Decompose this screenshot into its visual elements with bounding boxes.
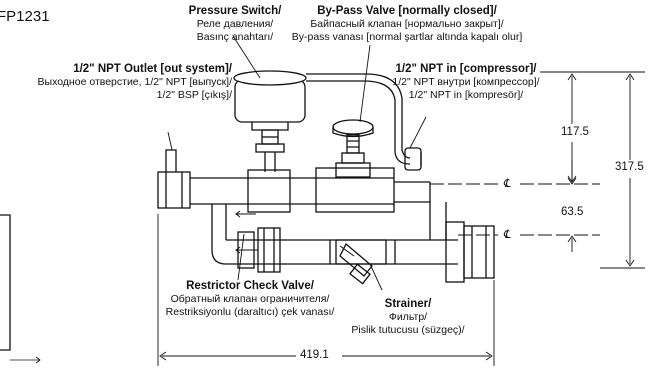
leader-strainer	[369, 263, 383, 291]
model-code: FP1231	[0, 8, 50, 25]
outlet-ru: Выходное отверстие, 1/2" NPT [выпуск]/	[37, 76, 232, 88]
upper-pipe	[157, 167, 430, 213]
outlet-title: 1/2" NPT Outlet [out system]/	[73, 63, 232, 75]
outlet-label: 1/2" NPT Outlet [out system]/ Выходное о…	[0, 63, 232, 102]
elbow-fitting	[404, 147, 422, 171]
leader-pressure-switch	[232, 35, 261, 79]
extension-length	[157, 214, 495, 366]
inlet-label: 1/2" NPT in [compressor]/ 1/2" NPT внутр…	[366, 63, 566, 102]
strainer-tr: Pislik tutucusu (süzgeç)/	[351, 324, 465, 336]
inlet-ru: 1/2" NPT внутри [компрессор]/	[392, 76, 540, 88]
strainer-label: Strainer/ Фильтр/ Pislik tutucusu (süzge…	[340, 298, 476, 337]
dim-317-5: 317.5	[615, 161, 644, 173]
left-riser	[211, 204, 227, 250]
flow-arrow-restrictor	[235, 210, 256, 218]
pressure-switch-body	[233, 70, 307, 172]
outlet-tr: 1/2" BSP [çıkış]/	[156, 89, 232, 101]
outlet-fitting	[165, 149, 177, 172]
strainer-ru: Фильтр/	[388, 311, 428, 323]
dim-63-5: 63.5	[561, 206, 584, 218]
centerline-mark-upper: ℄	[503, 176, 511, 190]
inlet-fitting	[445, 221, 495, 283]
restrictor-tr: Restriksiyonlu (daraltıcı) çek vanası/	[165, 306, 335, 318]
leader-restrictor	[237, 233, 245, 281]
pressure-switch-title: Pressure Switch/	[188, 5, 282, 17]
flow-arrow-strainer	[339, 245, 355, 257]
bypass-valve-tr: By-pass vanası [normal şartlar altında k…	[291, 31, 523, 43]
restrictor-label: Restrictor Check Valve/ Обратный клапан …	[155, 280, 345, 319]
pressure-switch-label: Pressure Switch/ Реле давления/ Basınç a…	[155, 5, 315, 44]
inlet-title: 1/2" NPT in [compressor]/	[395, 63, 537, 75]
adjacent-part-edge	[0, 214, 11, 351]
bypass-valve-handle	[332, 119, 374, 178]
pressure-switch-tr: Basınç anahtarı/	[196, 31, 274, 43]
bypass-valve-title: By-Pass Valve [normally closed]/	[317, 5, 497, 17]
right-riser	[429, 182, 447, 240]
bypass-valve-label: By-Pass Valve [normally closed]/ Байпасн…	[262, 5, 552, 44]
leader-bypass	[359, 44, 371, 123]
flow-arrow-lower	[235, 246, 258, 254]
dim-419-1: 419.1	[300, 349, 329, 361]
inlet-tr: 1/2" NPT in [kompresör]/	[408, 89, 524, 101]
centerline-mark-lower: ℄	[503, 227, 511, 241]
leader-inlet	[409, 116, 427, 149]
bypass-valve-ru: Байпасный клапан [нормально закрыт]/	[310, 18, 504, 30]
bypass-tube	[306, 73, 411, 159]
leader-outlet	[167, 131, 173, 151]
restrictor-ru: Обратный клапан ограничителя/	[170, 293, 330, 305]
restrictor-title: Restrictor Check Valve/	[186, 280, 314, 292]
dim-117-5: 117.5	[561, 126, 589, 138]
pressure-switch-ru: Реле давления/	[196, 18, 274, 30]
strainer-body	[329, 239, 396, 285]
strainer-title: Strainer/	[384, 298, 432, 310]
